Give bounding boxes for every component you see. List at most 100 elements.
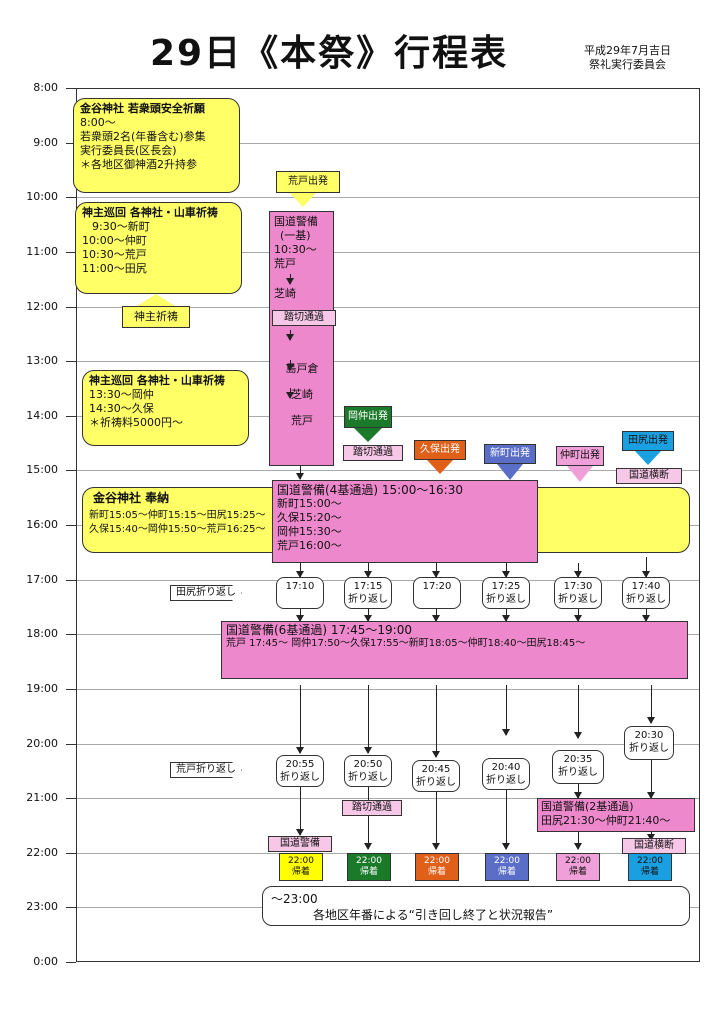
box-line: 実行委員長(区長会): [80, 144, 177, 157]
time-tick: [66, 143, 76, 144]
turn-label: 折り返し: [416, 777, 456, 788]
home-time: 22:00: [637, 856, 663, 866]
time-label: 15:00: [26, 463, 58, 476]
hour-gridline: [77, 470, 699, 471]
turn-time: 20:50: [353, 759, 383, 770]
time-tick: [66, 634, 76, 635]
time-label: 23:00: [26, 900, 58, 913]
box-line: 島戸倉: [285, 362, 319, 375]
route-arrow: [364, 787, 372, 850]
route-arrow: [296, 563, 304, 578]
box-title: 金谷神社 奉納: [93, 491, 170, 505]
turn-time: 20:30: [634, 730, 664, 741]
box-line: ～23:00: [271, 892, 318, 906]
home-time: 22:00: [565, 856, 591, 866]
box-title: 神主巡回 各神社・山車祈祷: [82, 206, 218, 219]
organizer: 平成29年7月吉日 祭礼実行委員会: [584, 44, 671, 72]
route-arrow: [642, 609, 650, 622]
route-arrow: [502, 563, 510, 578]
page-title: 29日《本祭》行程表: [150, 33, 509, 74]
home-label: 帰着: [497, 867, 516, 877]
arato-depart-label: 荒戸出発: [276, 171, 340, 193]
home-time: 22:00: [424, 856, 450, 866]
wakashu-prayer-box: 金谷神社 若衆頭安全祈願 8:00～ 若衆頭2名(年番含む)参集 実行委員長(区…: [73, 98, 240, 193]
organizer-name: 祭礼実行委員会: [589, 58, 666, 71]
time-label: 16:00: [26, 518, 58, 531]
box-line: 荒戸16:00～: [277, 539, 342, 552]
time-label: 9:00: [33, 136, 58, 149]
tajiri-return-label: 田尻折り返し: [170, 585, 242, 601]
box-line: 若衆頭2名(年番含む)参集: [80, 130, 206, 143]
home-label: 帰着: [568, 867, 587, 877]
hour-gridline: [77, 798, 699, 799]
arato-return-label: 荒戸折り返し: [170, 762, 242, 778]
route-arrow: [432, 609, 440, 622]
home-label: 帰着: [359, 867, 378, 877]
hour-gridline: [77, 197, 699, 198]
okanaka-crossing-label: 踏切通過: [343, 445, 403, 461]
route-arrow: [647, 832, 655, 841]
arato-road-security-label: 国道警備: [268, 836, 332, 852]
final-report-box: ～23:00 各地区年番による“引き回し終了と状況報告”: [262, 886, 690, 926]
down-arrow-icon: [497, 464, 523, 480]
box-line: 荒戸: [274, 257, 296, 270]
route-arrow: [574, 832, 582, 850]
turn-label: 折り返し: [629, 743, 669, 754]
time-label: 22:00: [26, 846, 58, 859]
time-label: 13:00: [26, 354, 58, 367]
down-arrow-icon: [635, 451, 661, 465]
route-arrow: [286, 388, 294, 399]
turn-label: 折り返し: [486, 594, 526, 605]
turn-time: 20:40: [491, 762, 521, 773]
route-arrow: [296, 609, 304, 622]
route-arrow: [432, 792, 440, 850]
road-security-6-box: 国道警備(6基通過) 17:45～19:00 荒戸 17:45～ 岡仲17:50…: [221, 621, 688, 679]
okanaka-depart-label: 岡仲出発: [344, 406, 392, 428]
kannushi-tour-afternoon-box: 神主巡回 各神社・山車祈祷 13:30～岡仲 14:30～久保 ＊祈祷料5000…: [82, 370, 249, 446]
route-arrow: [432, 685, 440, 758]
route-arrow: [574, 609, 582, 622]
box-line: 岡仲15:30～: [277, 525, 342, 538]
time-tick: [66, 744, 76, 745]
turn-time: 17:25: [491, 581, 521, 592]
hour-gridline: [77, 143, 699, 144]
down-arrow-icon: [567, 466, 593, 482]
box-line: 8:00～: [80, 116, 116, 129]
time-tick: [66, 962, 76, 963]
turn-time: 17:15: [353, 581, 383, 592]
box-title: 国道警備(4基通過) 15:00～16:30: [277, 483, 463, 497]
home-time: 22:00: [356, 856, 382, 866]
time-tick: [66, 580, 76, 581]
down-arrow-icon: [354, 428, 382, 442]
route-arrow: [364, 563, 372, 578]
time-label: 11:00: [26, 245, 58, 258]
box-line: 11:00～田尻: [82, 262, 147, 275]
time-tick: [66, 361, 76, 362]
tajiri-national-road-crossing: 国道横断: [616, 468, 682, 484]
box-line: 各地区年番による“引き回し終了と状況報告”: [313, 908, 554, 922]
time-tick: [66, 307, 76, 308]
route-arrow: [286, 360, 294, 371]
route-arrow: [432, 563, 440, 578]
down-arrow-icon: [427, 460, 453, 474]
hour-gridline: [77, 307, 699, 308]
time-label: 8:00: [33, 81, 58, 94]
box-line: 芝崎: [291, 388, 313, 401]
route-arrow: [296, 466, 304, 480]
box-line: (一基): [280, 229, 311, 242]
route-arrow: [286, 330, 294, 341]
turn-label: 折り返し: [280, 772, 320, 783]
box-line: 10:30～: [274, 243, 317, 256]
box-line: 荒戸: [291, 414, 313, 427]
timeline-frame: [76, 88, 700, 962]
